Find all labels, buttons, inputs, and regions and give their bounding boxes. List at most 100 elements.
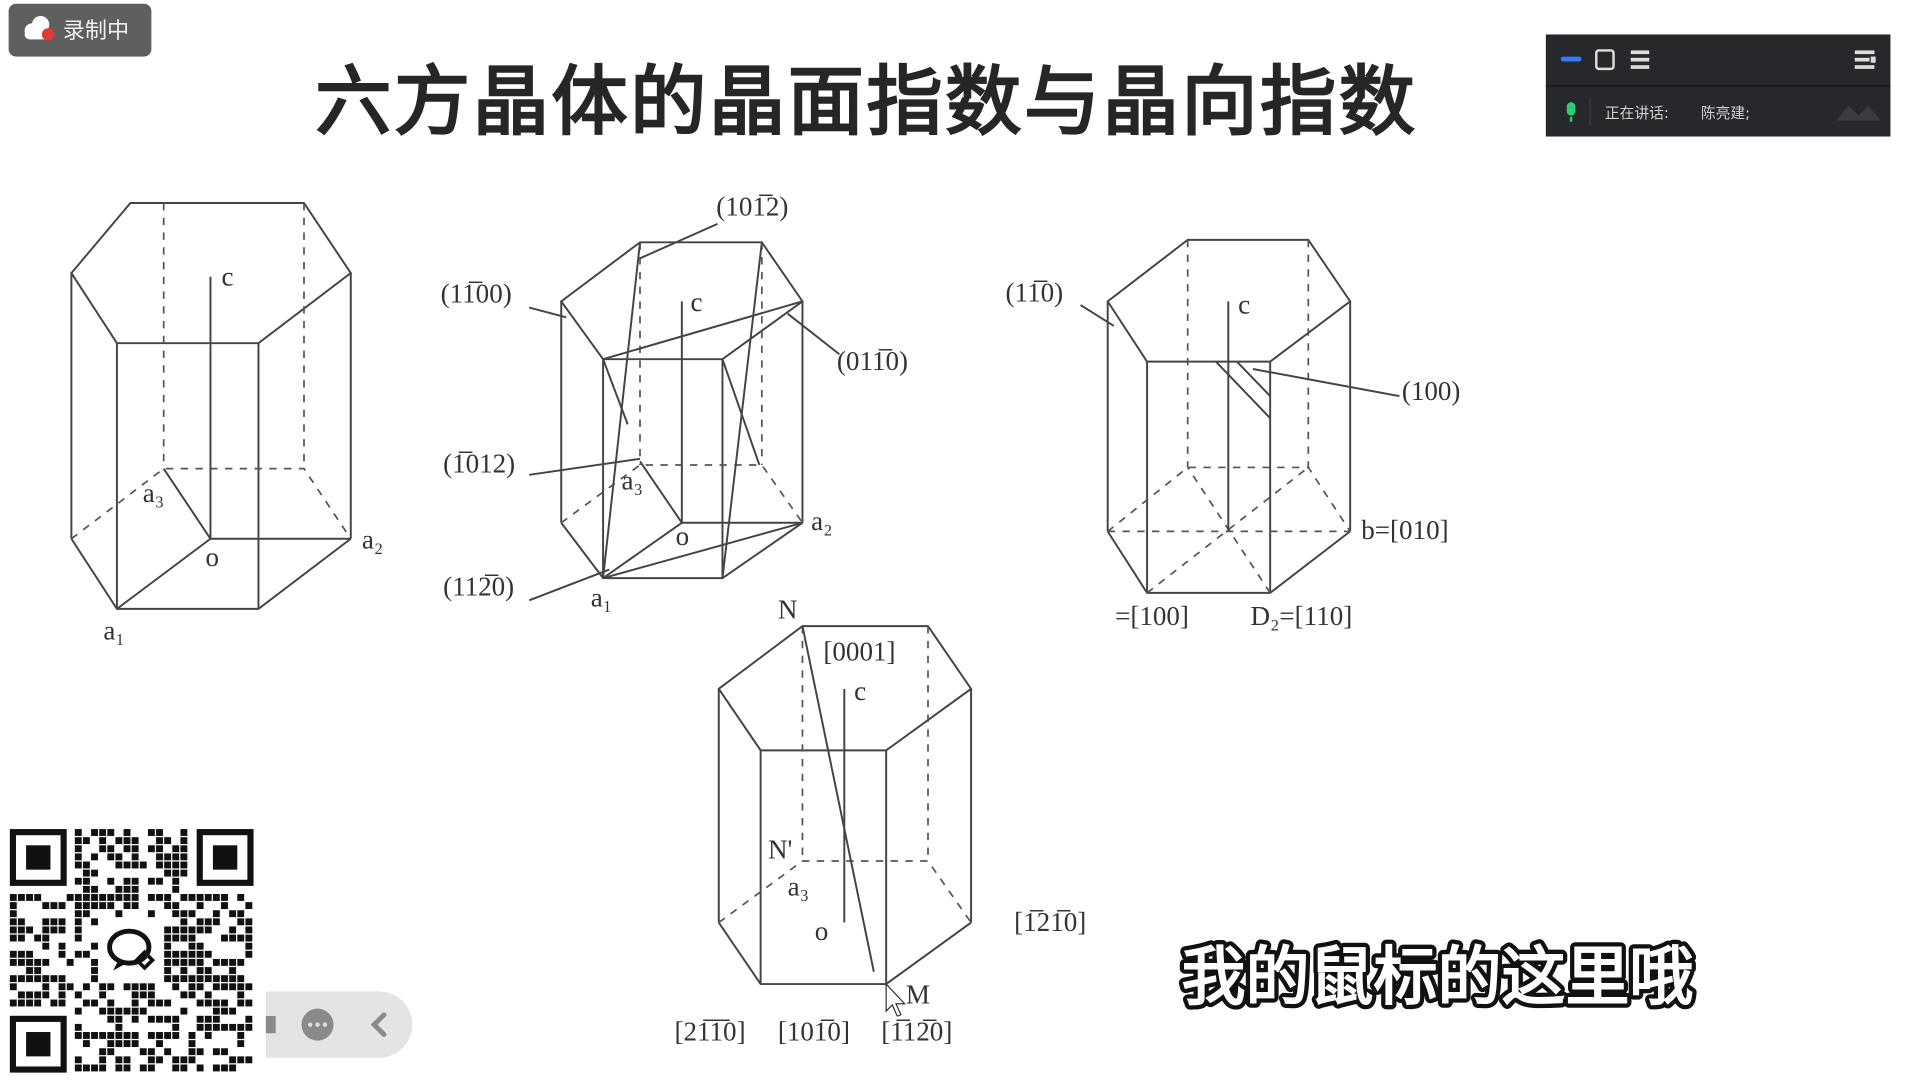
qr-module bbox=[245, 999, 253, 1007]
sidebar-menu-icon[interactable] bbox=[1854, 50, 1876, 69]
qr-module bbox=[107, 999, 115, 1007]
qr-module bbox=[156, 894, 163, 901]
qr-module bbox=[196, 1023, 204, 1031]
qr-module bbox=[237, 1023, 245, 1031]
qr-module bbox=[147, 991, 155, 999]
qr-module bbox=[74, 934, 82, 942]
qr-module bbox=[115, 853, 123, 861]
qr-module bbox=[180, 861, 188, 869]
qr-module bbox=[164, 902, 172, 910]
qr-module bbox=[164, 861, 172, 869]
qr-module bbox=[74, 861, 82, 869]
qr-module bbox=[221, 1048, 228, 1056]
qr-module bbox=[58, 926, 66, 934]
qr-module bbox=[164, 975, 172, 983]
qr-module bbox=[172, 975, 180, 983]
qr-module bbox=[237, 1056, 245, 1064]
qr-module bbox=[82, 877, 90, 885]
qr-module bbox=[58, 975, 66, 983]
qr-module bbox=[123, 1040, 131, 1048]
qr-module bbox=[107, 845, 115, 853]
qr-module bbox=[58, 999, 66, 1007]
plane-label-11-20: (112̅0) bbox=[443, 571, 514, 601]
qr-module bbox=[82, 861, 90, 869]
minimize-icon[interactable] bbox=[1560, 56, 1582, 62]
camera-icon[interactable] bbox=[265, 1016, 276, 1034]
qr-module bbox=[99, 983, 107, 991]
qr-module bbox=[172, 958, 180, 966]
qr-module bbox=[156, 861, 163, 869]
qr-module bbox=[74, 991, 82, 999]
qr-finder-pattern bbox=[9, 1015, 67, 1073]
qr-module bbox=[74, 853, 82, 861]
qr-module bbox=[229, 967, 237, 974]
qr-module bbox=[99, 1064, 107, 1072]
qr-module bbox=[115, 1015, 123, 1023]
qr-module bbox=[91, 967, 98, 974]
qr-module bbox=[196, 999, 204, 1007]
qr-module bbox=[66, 894, 74, 901]
qr-module bbox=[66, 958, 74, 966]
qr-module bbox=[188, 926, 196, 934]
qr-module bbox=[221, 975, 228, 983]
qr-module bbox=[212, 910, 220, 918]
direction-label-1-21-0: [1̅21̅0] bbox=[1014, 907, 1086, 937]
qr-module bbox=[74, 1032, 82, 1039]
axis-label-a1: a₁ bbox=[591, 582, 612, 612]
axis-label-c: c bbox=[854, 676, 866, 706]
qr-module bbox=[156, 1032, 163, 1039]
qr-module bbox=[123, 894, 131, 901]
qr-module bbox=[147, 1015, 155, 1023]
qr-module bbox=[237, 958, 245, 966]
qr-module bbox=[42, 958, 50, 966]
qr-module bbox=[172, 934, 180, 942]
qr-module bbox=[131, 885, 139, 893]
axis-label-a3: a₃ bbox=[143, 478, 164, 508]
qr-module bbox=[115, 910, 123, 918]
brand-logo-icon bbox=[1836, 105, 1881, 121]
qr-module bbox=[74, 845, 82, 853]
qr-module bbox=[17, 975, 25, 983]
qr-module bbox=[91, 1064, 98, 1072]
qr-module bbox=[9, 983, 17, 991]
qr-module bbox=[74, 894, 82, 901]
qr-module bbox=[26, 967, 33, 974]
qr-module bbox=[66, 983, 74, 991]
qr-module bbox=[131, 1015, 139, 1023]
qr-module bbox=[123, 837, 131, 845]
qr-module bbox=[9, 918, 17, 926]
qr-module bbox=[107, 853, 115, 861]
qr-module bbox=[188, 894, 196, 901]
qr-module bbox=[156, 877, 163, 885]
direction-label-1-12-0: [1̅12̅0] bbox=[881, 1017, 952, 1047]
recording-badge[interactable]: 录制中 bbox=[8, 3, 152, 57]
qr-module bbox=[107, 1040, 115, 1048]
list-icon[interactable] bbox=[1630, 50, 1650, 69]
qr-module bbox=[26, 958, 33, 966]
qr-module bbox=[156, 829, 163, 836]
qr-module bbox=[204, 926, 212, 934]
qr-module bbox=[99, 829, 107, 836]
qr-module bbox=[115, 885, 123, 893]
qr-module bbox=[9, 926, 17, 934]
qr-module bbox=[99, 837, 107, 845]
qr-module bbox=[74, 877, 82, 885]
window-icon[interactable] bbox=[1595, 49, 1615, 71]
qr-module bbox=[42, 983, 50, 991]
collapse-left-icon[interactable] bbox=[370, 1012, 387, 1037]
more-icon[interactable] bbox=[301, 1008, 334, 1041]
qr-module bbox=[188, 975, 196, 983]
qr-module bbox=[212, 1015, 220, 1023]
qr-module bbox=[147, 894, 155, 901]
qr-module bbox=[123, 885, 131, 893]
qr-module bbox=[180, 926, 188, 934]
qr-module bbox=[204, 975, 212, 983]
qr-module bbox=[99, 1007, 107, 1015]
direction-label-100: =[100] bbox=[1115, 601, 1189, 631]
qr-module bbox=[188, 991, 196, 999]
qr-module bbox=[212, 918, 220, 926]
axis-label-a1: a₁ bbox=[103, 616, 124, 646]
qr-module bbox=[237, 918, 245, 926]
qr-module bbox=[156, 1040, 163, 1048]
qr-module bbox=[164, 1048, 172, 1056]
